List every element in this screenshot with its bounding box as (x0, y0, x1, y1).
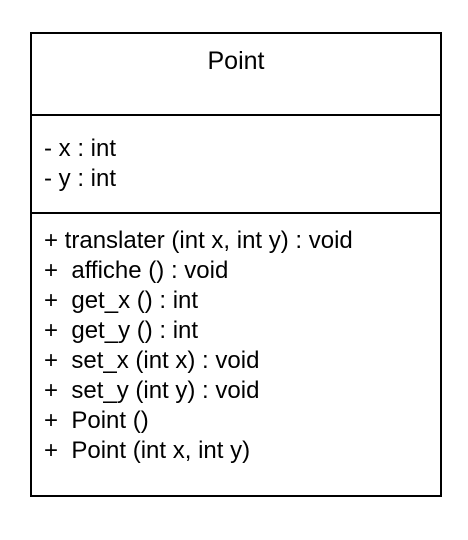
method-set-y: + set_y (int y) : void (44, 377, 260, 404)
method-get-x: + get_x () : int (44, 287, 199, 314)
methods-compartment: + translater (int x, int y) : void + aff… (32, 214, 440, 495)
method-get-y: + get_y () : int (44, 317, 199, 344)
method-affiche: + affiche () : void (44, 257, 229, 284)
attribute-x: - x : int (44, 135, 117, 162)
class-name-compartment: Point (32, 34, 440, 116)
method-constructor-xy: + Point (int x, int y) (44, 437, 251, 464)
method-translater: + translater (int x, int y) : void (44, 227, 353, 254)
attribute-y: - y : int (44, 165, 117, 192)
method-set-x: + set_x (int x) : void (44, 347, 260, 374)
class-name: Point (207, 47, 265, 75)
method-constructor-default: + Point () (44, 407, 149, 434)
attribute-list: - x : int - y : int (44, 134, 116, 194)
method-list: + translater (int x, int y) : void + aff… (44, 226, 353, 466)
uml-class-box: Point - x : int - y : int + translater (… (30, 32, 442, 497)
attributes-compartment: - x : int - y : int (32, 116, 440, 214)
